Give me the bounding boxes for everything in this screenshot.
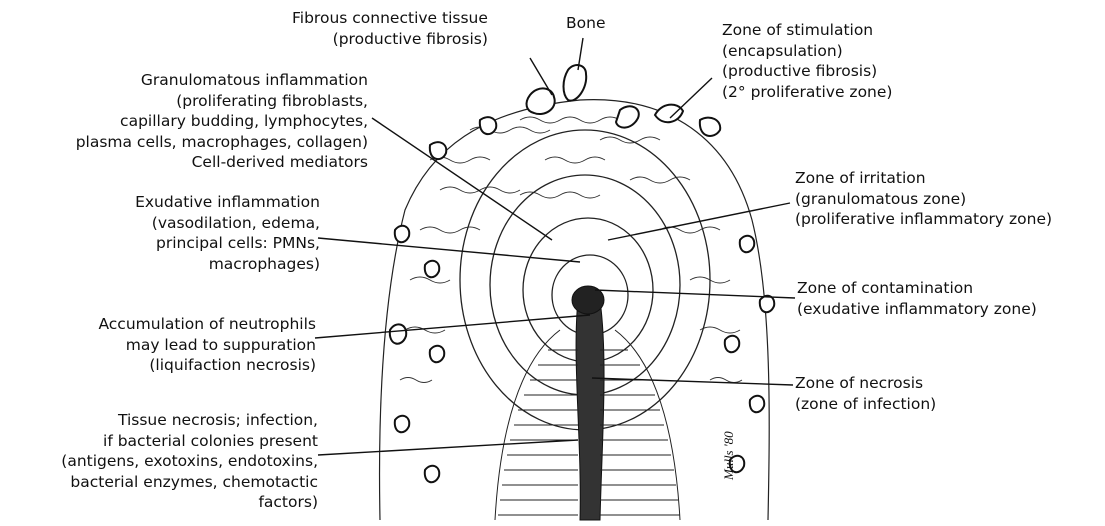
label-zone-of-necrosis: Zone of necrosis (zone of infection) xyxy=(795,373,936,414)
leader-irritation xyxy=(608,203,790,240)
label-zone-of-contamination: Zone of contamination (exudative inflamm… xyxy=(797,278,1037,319)
signature: Mulls '80 xyxy=(721,431,736,481)
label-zone-of-irritation: Zone of irritation (granulomatous zone) … xyxy=(795,168,1052,230)
label-granulomatous-inflammation: Granulomatous inflammation (proliferatin… xyxy=(18,70,368,173)
label-fibrous-connective-tissue: Fibrous connective tissue (productive fi… xyxy=(292,8,488,49)
leader-necrosis xyxy=(592,378,793,385)
leader-stimulation xyxy=(670,78,712,118)
label-zone-of-stimulation: Zone of stimulation (encapsulation) (pro… xyxy=(722,20,892,102)
leader-neutrophils xyxy=(315,315,590,338)
leader-granulomatous xyxy=(372,118,552,240)
label-tissue-necrosis: Tissue necrosis; infection, if bacterial… xyxy=(8,410,318,513)
leader-contamination xyxy=(595,290,795,298)
label-exudative-inflammation: Exudative inflammation (vasodilation, ed… xyxy=(78,192,320,274)
leader-tissue-necrosis xyxy=(318,440,578,455)
label-bone: Bone xyxy=(566,13,605,34)
label-accumulation-of-neutrophils: Accumulation of neutrophils may lead to … xyxy=(50,314,316,376)
